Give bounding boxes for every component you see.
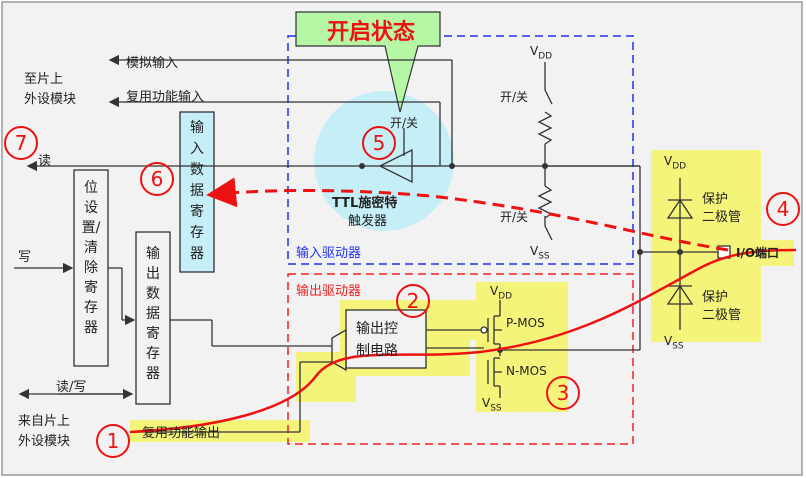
schmitt-label-2: 触发器 — [348, 214, 388, 229]
marker-5: 5 — [362, 126, 396, 160]
output-driver-label: 输出驱动器 — [296, 284, 362, 299]
from-periph-label-2: 外设模块 — [18, 434, 71, 449]
output-control-label-1: 输出控 — [356, 321, 398, 337]
vss-label-input: VSS — [530, 244, 550, 262]
vss-label-nmos: VSS — [482, 396, 502, 414]
marker-6: 6 — [140, 162, 174, 196]
from-periph-label-1: 来自片上 — [18, 414, 71, 429]
wires — [14, 54, 731, 433]
to-periph-label-1: 至片上 — [24, 72, 64, 87]
input-driver-box — [287, 35, 634, 265]
to-periph-label-2: 外设模块 — [24, 92, 77, 107]
marker-7: 7 — [4, 126, 38, 160]
diode-label-2: 二极管 — [702, 308, 742, 323]
bit-set-clear-register-label: 位设置/清除寄存器 — [81, 180, 101, 336]
output-data-register-label: 输出数据寄存器 — [146, 246, 160, 382]
read-label: 读 — [38, 154, 52, 169]
output-control-circuit — [345, 309, 427, 369]
read-write-label: 读/写 — [56, 380, 87, 395]
vdd-label-top: VDD — [530, 44, 553, 62]
protect-label-2: 保护 — [702, 290, 729, 305]
output-driver-box — [287, 273, 634, 445]
bit-set-clear-register — [73, 169, 109, 367]
schmitt-switch-label: 开/关 — [390, 116, 419, 130]
marker-2: 2 — [396, 284, 430, 318]
io-pin-label: I/O端口 — [736, 246, 780, 260]
pulldown-switch-label: 开/关 — [500, 210, 529, 224]
pmos-label: P-MOS — [506, 316, 545, 330]
marker-4: 4 — [766, 192, 800, 226]
callout-text: 开启状态 — [326, 20, 415, 45]
vdd-label-diode: VDD — [664, 154, 687, 172]
output-path-line — [129, 248, 797, 434]
output-control-label-2: 制电路 — [356, 343, 398, 359]
nmos-label: N-MOS — [506, 364, 547, 378]
output-data-register — [135, 231, 171, 405]
alt-output-label: 复用功能输出 — [142, 426, 221, 441]
vss-label-diode: VSS — [664, 334, 684, 352]
alt-input-label: 复用功能输入 — [126, 90, 205, 105]
schmitt-label-1: TTL施密特 — [332, 196, 398, 211]
marker-3: 3 — [546, 376, 580, 410]
protect-label-1: 保护 — [702, 192, 729, 207]
marker-1: 1 — [96, 424, 130, 458]
vdd-label-pmos: VDD — [490, 284, 513, 302]
analog-input-label: 模拟输入 — [126, 56, 179, 71]
diode-label-1: 二极管 — [702, 210, 742, 225]
open-state-callout — [295, 11, 441, 113]
input-path-arrow — [206, 177, 729, 252]
write-label: 写 — [18, 250, 32, 265]
input-driver-label: 输入驱动器 — [296, 246, 362, 261]
pullup-switch-label: 开/关 — [500, 90, 529, 104]
input-data-register-label: 输入数据寄存器 — [190, 120, 204, 262]
